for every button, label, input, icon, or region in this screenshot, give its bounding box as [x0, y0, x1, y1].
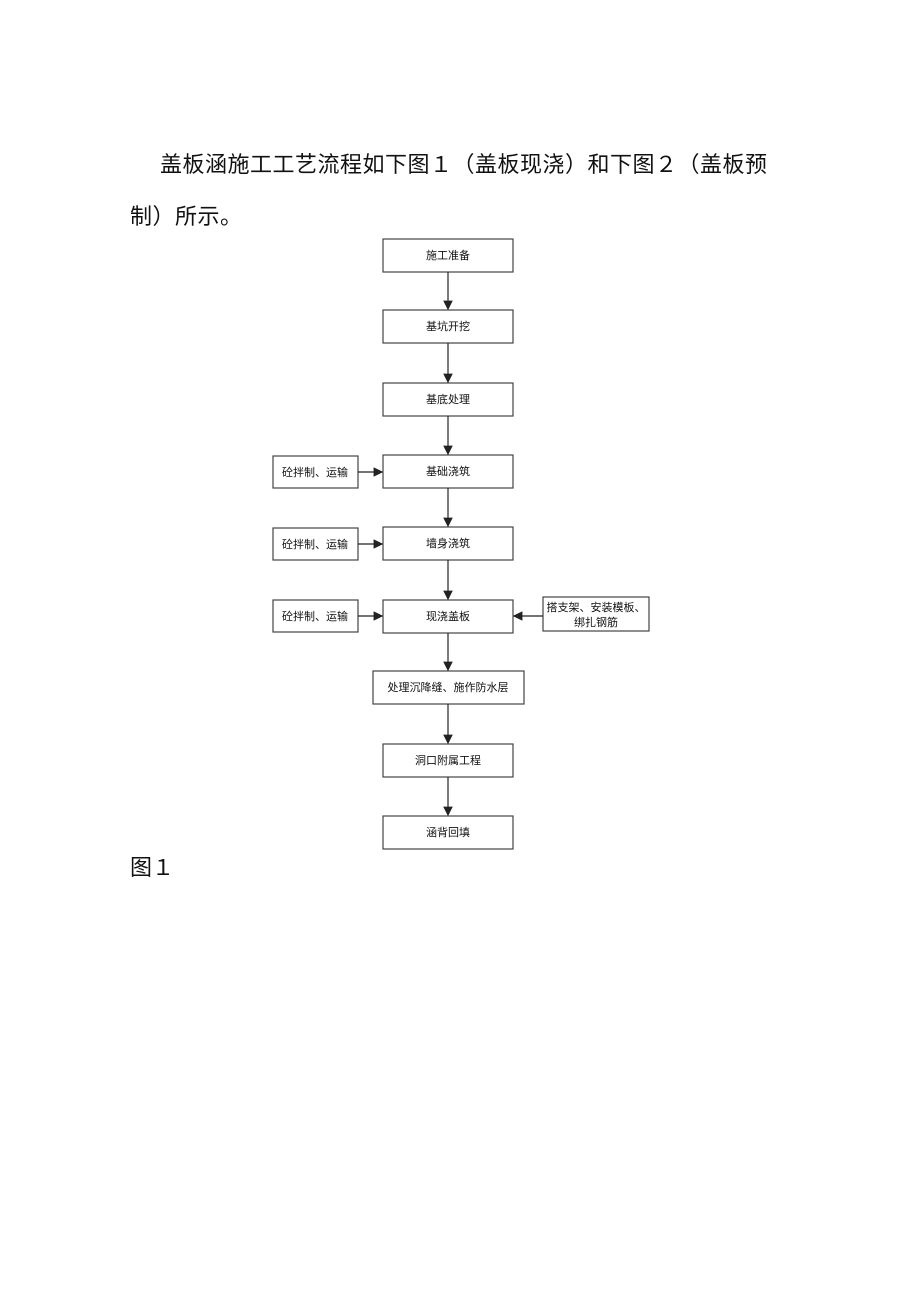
intro-paragraph: 盖板涵施工工艺流程如下图１（盖板现浇）和下图２（盖板预制）所示。 — [130, 153, 768, 230]
step-label: 现浇盖板 — [426, 609, 470, 623]
step-label: 基坑开挖 — [426, 319, 470, 333]
side-input-label: 砼拌制、运输 — [282, 609, 348, 623]
step-box-9: 涵背回填 — [382, 815, 514, 850]
right-input-box: 搭支架、安装模板、 绑扎钢筋 — [542, 596, 650, 632]
step-label: 处理沉降缝、施作防水层 — [388, 680, 509, 694]
step-box-7: 处理沉降缝、施作防水层 — [372, 670, 525, 705]
step-box-5: 墙身浇筑 — [382, 526, 514, 561]
right-input-line1: 搭支架、安装模板、 — [547, 600, 646, 614]
figure-caption: 图１ — [130, 856, 175, 881]
step-box-3: 基底处理 — [382, 382, 514, 417]
step-label: 施工准备 — [426, 248, 470, 262]
step-box-2: 基坑开挖 — [382, 309, 514, 344]
step-box-1: 施工准备 — [382, 238, 514, 273]
side-input-label: 砼拌制、运输 — [282, 465, 348, 479]
step-label: 基础浇筑 — [426, 464, 470, 478]
step-box-8: 洞口附属工程 — [382, 743, 514, 778]
step-label: 洞口附属工程 — [415, 753, 481, 767]
side-input-box-3: 砼拌制、运输 — [272, 599, 359, 633]
step-box-4: 基础浇筑 — [382, 454, 514, 489]
step-label: 涵背回填 — [426, 825, 470, 839]
side-input-label: 砼拌制、运输 — [282, 537, 348, 551]
right-input-line2: 绑扎钢筋 — [574, 615, 618, 629]
side-input-box-2: 砼拌制、运输 — [272, 527, 359, 561]
step-label: 基底处理 — [426, 392, 470, 406]
step-label: 墙身浇筑 — [426, 536, 470, 550]
step-box-6: 现浇盖板 — [382, 599, 514, 634]
side-input-box-1: 砼拌制、运输 — [272, 455, 359, 489]
